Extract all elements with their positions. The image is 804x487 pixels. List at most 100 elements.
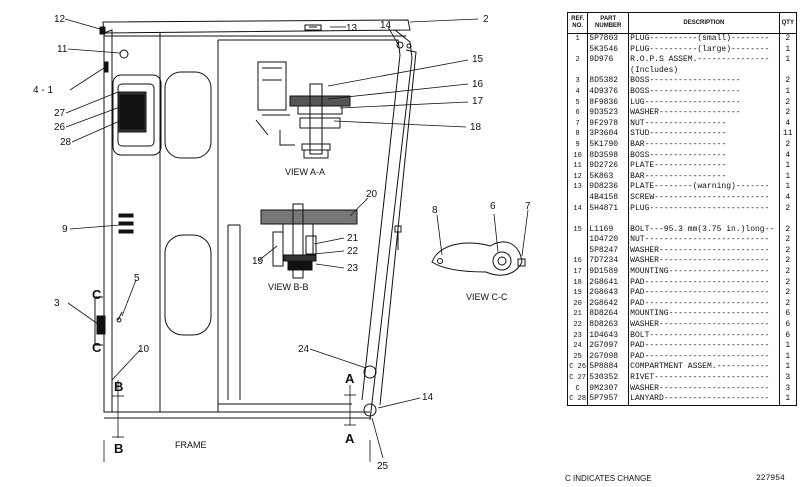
part-number-cell: 7D7234: [587, 256, 630, 268]
ref-no-cell: C 26: [566, 362, 589, 373]
ref-no-cell: 19: [566, 288, 589, 299]
callout-4-1: 4 - 1: [33, 85, 53, 96]
qty-cell: 1: [778, 351, 798, 363]
description-cell: PAD--------------------------: [628, 288, 780, 299]
qty-cell: 2: [778, 267, 798, 278]
qty-cell: 1: [778, 182, 798, 193]
header-qty: QTY: [778, 12, 798, 34]
ref-no-cell: [566, 65, 589, 77]
part-number-cell: 9D3523: [587, 108, 630, 119]
section-a-bottom: A: [345, 431, 355, 446]
callout-24: 24: [298, 344, 310, 355]
callout-9: 9: [62, 224, 68, 235]
leader-lines: [64, 18, 529, 462]
ref-no-cell: 6: [566, 108, 589, 119]
description-cell: PLATE---------------: [628, 161, 780, 172]
callout-10: 10: [138, 344, 150, 355]
ref-no-cell: [566, 245, 589, 257]
qty-cell: 1: [778, 161, 798, 172]
ref-no-cell: 21: [566, 309, 589, 321]
part-number-cell: 2G8641: [587, 277, 630, 289]
callout-21: 21: [347, 233, 359, 244]
part-number-cell: 2G8642: [587, 298, 630, 310]
change-indicator-note: C INDICATES CHANGE: [565, 474, 652, 483]
part-number-cell: 9D976: [587, 55, 630, 66]
callout-14-top: 14: [380, 20, 392, 31]
description-cell: PAD--------------------------: [628, 298, 780, 310]
part-number-cell: 3P3604: [587, 129, 630, 140]
part-number-cell: 8D8264: [587, 309, 630, 321]
view-b-b-detail: [260, 203, 358, 279]
part-number-cell: [587, 65, 630, 77]
ref-no-cell: 2: [566, 55, 589, 66]
qty-cell: 2: [778, 97, 798, 109]
frame-top-bar: [102, 19, 411, 34]
callout-6: 6: [490, 201, 496, 212]
qty-cell: 6: [778, 320, 798, 331]
qty-cell: 11: [778, 129, 798, 140]
qty-cell: 2: [778, 235, 798, 246]
part-number-cell: 5P8884: [587, 362, 630, 373]
description-cell: MOUNTING---------------------: [628, 309, 780, 321]
header-part-number: PART NUMBER: [587, 12, 630, 34]
ref-no-cell: 4: [566, 86, 589, 98]
ref-no-cell: [566, 235, 589, 246]
section-c-bottom: C: [92, 340, 102, 355]
description-cell: WASHER-----------------------: [628, 320, 780, 331]
callout-8: 8: [432, 205, 438, 216]
view-c-c-label: VIEW C-C: [466, 292, 508, 302]
frame-left-post: [103, 29, 113, 413]
ref-no-cell: 18: [566, 277, 589, 289]
ref-no-cell: 7: [566, 118, 589, 130]
ref-no-cell: 16: [566, 256, 589, 268]
frame-label: FRAME: [175, 440, 207, 450]
callout-5: 5: [134, 273, 140, 284]
description-cell: WASHER-----------------------: [628, 256, 780, 268]
ref-no-cell: 13: [566, 182, 589, 193]
part-number-cell: 1D4720: [587, 235, 630, 246]
callout-14-bottom: 14: [422, 392, 434, 403]
ref-no-cell: 10: [566, 150, 589, 162]
part-number-cell: 8D3598: [587, 150, 630, 162]
part-number-cell: 5P8247: [587, 245, 630, 257]
description-cell: PLATE--------(warning)-------: [628, 182, 780, 193]
qty-cell: 2: [778, 256, 798, 268]
description-cell: BOLT---95.3 mm(3.75 in.)long--: [628, 224, 780, 236]
ref-no-cell: 3: [566, 76, 589, 87]
qty-cell: 1: [778, 55, 798, 66]
ref-no-cell: [566, 44, 589, 56]
part-number-cell: 8D8263: [587, 320, 630, 331]
part-number-cell: 1D4643: [587, 330, 630, 342]
qty-cell: 2: [778, 139, 798, 151]
ref-no-cell: 1: [566, 33, 589, 45]
part-number-cell: 9D8236: [587, 182, 630, 193]
qty-cell: 2: [778, 277, 798, 289]
callout-12: 12: [54, 14, 66, 25]
table-row: (Includes): [566, 65, 798, 77]
description-cell: [628, 214, 780, 225]
description-cell: PAD--------------------------: [628, 277, 780, 289]
part-number-cell: [587, 214, 630, 225]
ref-no-cell: C: [566, 383, 589, 395]
part-number-cell: 2G7098: [587, 351, 630, 363]
qty-cell: 3: [778, 383, 798, 395]
description-cell: NUT-----------------: [628, 118, 780, 130]
ref-no-cell: [566, 192, 589, 204]
part-number-cell: 5K863: [587, 171, 630, 183]
description-cell: BAR-----------------: [628, 139, 780, 151]
description-cell: MOUNTING---------------------: [628, 267, 780, 278]
part-number-cell: 9F2978: [587, 118, 630, 130]
